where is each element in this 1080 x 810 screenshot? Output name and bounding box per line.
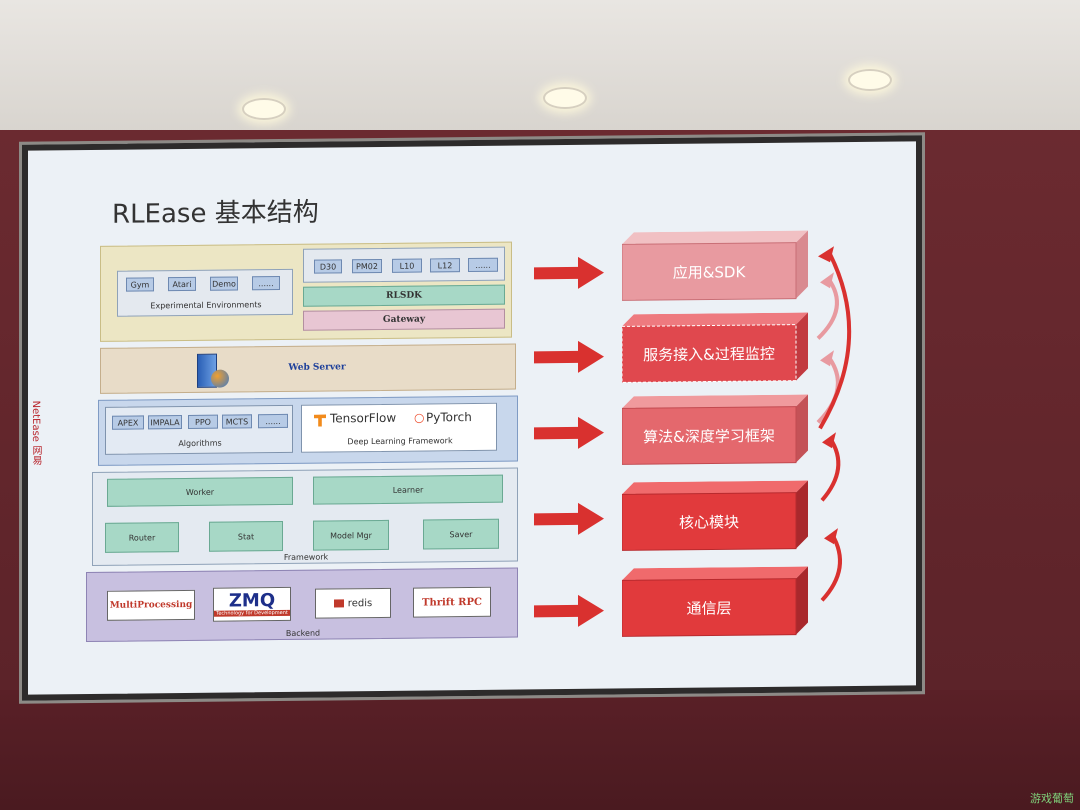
zmq-label: ZMQ bbox=[228, 590, 276, 612]
thrift-rpc-box: Thrift RPC bbox=[413, 586, 491, 618]
curved-arrow-icon bbox=[824, 528, 838, 545]
arrow-right-icon bbox=[534, 594, 604, 627]
env-caption: Experimental Environments bbox=[150, 300, 262, 311]
sdk-item: ...... bbox=[468, 257, 498, 273]
web-server-label: Web Server bbox=[288, 362, 346, 373]
sdk-panel: D30 PM02 L10 L12 ...... bbox=[303, 246, 505, 283]
block-service bbox=[622, 312, 808, 383]
block-algo bbox=[622, 394, 808, 465]
env-item: Atari bbox=[168, 276, 196, 292]
curved-arrow-icon bbox=[822, 432, 836, 449]
service-layer-panel: Web Server bbox=[100, 343, 516, 394]
sdk-item: D30 bbox=[314, 259, 342, 274]
rlsdk-label: RLSDK bbox=[386, 290, 422, 301]
curved-arrow-icon bbox=[818, 246, 834, 263]
multiprocessing-box: MultiProcessing bbox=[107, 589, 195, 621]
curved-arrow-icon bbox=[820, 272, 834, 289]
arrow-right-icon bbox=[534, 256, 604, 289]
gateway-label: Gateway bbox=[382, 314, 426, 325]
rlsdk-bar: RLSDK bbox=[303, 284, 505, 307]
sdk-item: PM02 bbox=[352, 258, 382, 274]
algo-item: APEX bbox=[112, 415, 144, 430]
backend-caption: Backend bbox=[285, 628, 321, 638]
backend-layer-panel: MultiProcessing ZMQ Technology for Devel… bbox=[86, 567, 518, 643]
block-app-sdk bbox=[622, 230, 808, 301]
arrow-right-icon bbox=[534, 340, 604, 373]
watermark: 游戏葡萄 bbox=[1030, 792, 1074, 805]
block-algo-label: 算法&深度学习框架 bbox=[643, 426, 775, 446]
tensorflow-label: TensorFlow bbox=[330, 410, 397, 426]
ceiling-light bbox=[242, 98, 286, 120]
framework-caption: Framework bbox=[283, 552, 329, 562]
framework-layer-panel: Worker Learner Router Stat Model Mgr Sav… bbox=[92, 467, 518, 566]
algo-item: ...... bbox=[258, 413, 288, 429]
block-service-label: 服务接入&过程监控 bbox=[643, 344, 775, 364]
redis-label: redis bbox=[347, 597, 373, 609]
router-box: Router bbox=[105, 522, 179, 553]
slide-title: RLEase 基本结构 bbox=[112, 197, 319, 230]
projection-screen: RLEase 基本结构 NetEase 网易 Gym Atari Demo ..… bbox=[22, 135, 922, 701]
globe-icon bbox=[211, 369, 229, 388]
redis-icon bbox=[333, 599, 344, 608]
env-panel: Gym Atari Demo ...... Experimental Envir… bbox=[117, 268, 293, 317]
sdk-item: L12 bbox=[430, 258, 460, 273]
ceiling-light bbox=[848, 69, 892, 91]
learner-box: Learner bbox=[313, 474, 503, 505]
model-mgr-box: Model Mgr bbox=[313, 519, 389, 551]
netease-logo: NetEase 网易 bbox=[30, 400, 41, 466]
dl-framework-caption: Deep Learning Framework bbox=[347, 436, 453, 447]
sdk-item: L10 bbox=[392, 258, 422, 273]
pytorch-icon: ○ bbox=[414, 410, 425, 425]
block-core bbox=[622, 480, 808, 551]
dl-framework-panel: TensorFlow ○ PyTorch Deep Learning Frame… bbox=[301, 402, 497, 453]
env-item: Gym bbox=[126, 277, 154, 292]
gateway-bar: Gateway bbox=[303, 308, 505, 331]
redis-box: redis bbox=[315, 587, 391, 619]
env-item: ...... bbox=[252, 276, 280, 291]
algorithms-panel: APEX IMPALA PPO MCTS ...... Algorithms bbox=[105, 404, 293, 455]
block-core-label: 核心模块 bbox=[678, 512, 739, 532]
block-comm bbox=[622, 566, 808, 637]
wall-lower bbox=[0, 690, 1080, 810]
tensorflow-icon bbox=[314, 415, 326, 427]
algorithms-caption: Algorithms bbox=[178, 438, 222, 449]
algo-item: MCTS bbox=[222, 414, 252, 429]
zmq-box: ZMQ Technology for Development bbox=[213, 586, 291, 622]
worker-box: Worker bbox=[107, 476, 293, 507]
env-item: Demo bbox=[210, 276, 238, 291]
arrow-right-icon bbox=[534, 416, 604, 449]
stat-box: Stat bbox=[209, 520, 283, 552]
saver-box: Saver bbox=[423, 518, 499, 550]
curved-arrows bbox=[816, 246, 852, 602]
curved-arrow-icon bbox=[820, 350, 834, 367]
arrow-right-icon bbox=[534, 502, 604, 535]
algo-item: IMPALA bbox=[148, 415, 182, 430]
ceiling-light bbox=[543, 87, 587, 109]
pytorch-label: PyTorch bbox=[426, 410, 472, 425]
zmq-subtitle: Technology for Development bbox=[214, 609, 290, 617]
ceiling bbox=[0, 0, 1080, 150]
algo-layer-panel: APEX IMPALA PPO MCTS ...... Algorithms T… bbox=[98, 395, 518, 466]
block-app-sdk-label: 应用&SDK bbox=[672, 262, 746, 282]
algo-item: PPO bbox=[188, 414, 218, 429]
block-comm-label: 通信层 bbox=[686, 598, 732, 618]
app-layer-panel: Gym Atari Demo ...... Experimental Envir… bbox=[100, 241, 512, 342]
